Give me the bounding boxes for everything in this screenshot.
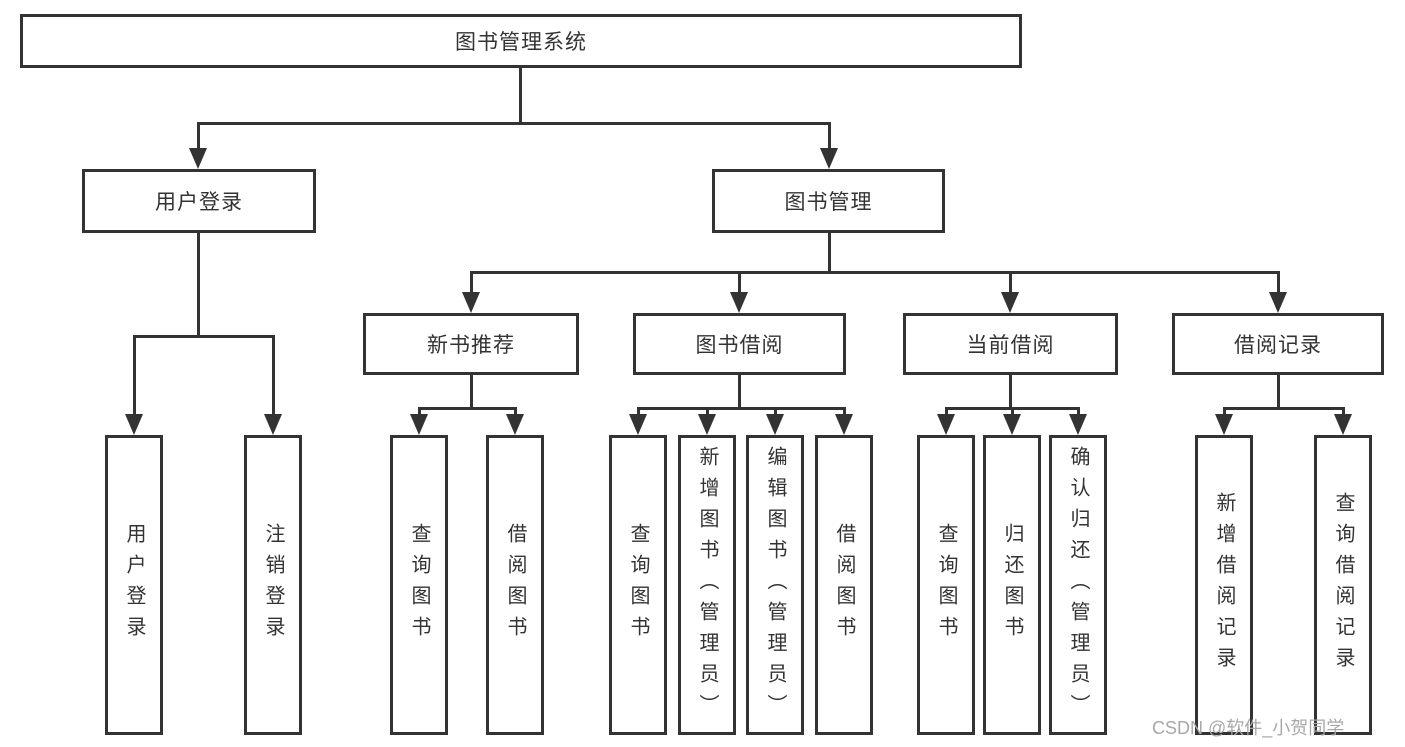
connector-line [738, 271, 741, 293]
connector-line [637, 407, 846, 410]
leaf-confirm-return-admin: 确认归还（管理员） [1049, 435, 1107, 735]
leaf-add-books-admin-label: 新增图书（管理员） [696, 445, 718, 725]
connector-line [774, 407, 777, 415]
leaf-borrow-books-1: 借阅图书 [486, 435, 544, 735]
node-root-label: 图书管理系统 [455, 31, 587, 54]
leaf-borrow-books-2: 借阅图书 [815, 435, 873, 735]
arrowhead-icon [506, 414, 524, 435]
connector-line [418, 407, 421, 415]
arrowhead-icon [1069, 414, 1087, 435]
leaf-edit-books-admin: 编辑图书（管理员） [746, 435, 804, 735]
connector-line [1223, 407, 1345, 410]
leaf-add-borrow-record-label: 新增借阅记录 [1213, 492, 1235, 678]
node-root: 图书管理系统 [20, 14, 1022, 68]
connector-line [272, 335, 275, 415]
leaf-query-borrow-record-label: 查询借阅记录 [1332, 492, 1354, 678]
leaf-query-books-1-label: 查询图书 [408, 523, 430, 647]
connector-line [197, 122, 831, 125]
connector-line [1277, 375, 1280, 407]
arrowhead-icon [1001, 292, 1019, 313]
connector-line [706, 407, 709, 415]
arrowhead-icon [937, 414, 955, 435]
connector-line [470, 271, 1280, 274]
arrowhead-icon [125, 414, 143, 435]
connector-line [1223, 407, 1226, 415]
connector-line [133, 335, 275, 338]
arrowhead-icon [410, 414, 428, 435]
connector-line [519, 68, 522, 122]
leaf-add-books-admin: 新增图书（管理员） [678, 435, 736, 735]
leaf-logout: 注销登录 [244, 435, 302, 735]
leaf-logout-label: 注销登录 [262, 523, 284, 647]
arrowhead-icon [835, 414, 853, 435]
arrowhead-icon [766, 414, 784, 435]
node-book-borrow: 图书借阅 [633, 313, 846, 375]
node-book-management-label: 图书管理 [784, 191, 873, 214]
csdn-watermark: CSDN @软件_小贺同学 [1152, 718, 1345, 738]
node-user-login-label: 用户登录 [155, 191, 243, 214]
arrowhead-icon [1215, 414, 1233, 435]
node-user-login: 用户登录 [82, 169, 316, 233]
leaf-borrow-books-2-label: 借阅图书 [833, 523, 855, 647]
connector-line [1009, 375, 1012, 407]
leaf-user-login-label: 用户登录 [123, 523, 145, 647]
leaf-query-books-2: 查询图书 [609, 435, 667, 735]
connector-line [945, 407, 948, 415]
leaf-edit-books-admin-label: 编辑图书（管理员） [764, 445, 786, 725]
arrowhead-icon [1334, 414, 1352, 435]
leaf-return-books-label: 归还图书 [1001, 523, 1023, 647]
leaf-query-books-3-label: 查询图书 [935, 523, 957, 647]
arrowhead-icon [629, 414, 647, 435]
leaf-borrow-books-1-label: 借阅图书 [504, 523, 526, 647]
leaf-query-books-2-label: 查询图书 [627, 523, 649, 647]
connector-line [637, 407, 640, 415]
arrowhead-icon [189, 148, 207, 169]
leaf-confirm-return-admin-label: 确认归还（管理员） [1067, 445, 1089, 725]
node-current-borrow: 当前借阅 [903, 313, 1118, 375]
connector-line [828, 122, 831, 149]
connector-line [133, 335, 136, 415]
connector-line [470, 375, 473, 407]
leaf-query-books-3: 查询图书 [917, 435, 975, 735]
connector-line [197, 122, 200, 149]
connector-line [738, 375, 741, 407]
node-borrow-records: 借阅记录 [1172, 313, 1384, 375]
connector-line [418, 407, 517, 410]
arrowhead-icon [698, 414, 716, 435]
connector-line [514, 407, 517, 415]
node-new-book-recommend: 新书推荐 [363, 313, 579, 375]
connector-line [843, 407, 846, 415]
connector-line [197, 233, 200, 337]
node-book-borrow-label: 图书借阅 [695, 334, 784, 357]
arrowhead-icon [462, 292, 480, 313]
connector-line [1009, 271, 1012, 293]
leaf-add-borrow-record: 新增借阅记录 [1195, 435, 1253, 735]
leaf-query-borrow-record: 查询借阅记录 [1314, 435, 1372, 735]
node-new-book-recommend-label: 新书推荐 [427, 334, 515, 357]
node-current-borrow-label: 当前借阅 [966, 334, 1055, 357]
leaf-return-books: 归还图书 [983, 435, 1041, 735]
node-borrow-records-label: 借阅记录 [1234, 334, 1322, 357]
connector-line [828, 233, 831, 271]
node-book-management: 图书管理 [712, 169, 945, 233]
connector-line [1011, 407, 1014, 415]
arrowhead-icon [820, 148, 838, 169]
arrowhead-icon [730, 292, 748, 313]
arrowhead-icon [264, 414, 282, 435]
connector-line [1077, 407, 1080, 415]
leaf-query-books-1: 查询图书 [390, 435, 448, 735]
connector-line [1342, 407, 1345, 415]
leaf-user-login: 用户登录 [105, 435, 163, 735]
connector-line [1277, 271, 1280, 293]
arrowhead-icon [1003, 414, 1021, 435]
connector-line [470, 271, 473, 293]
arrowhead-icon [1269, 292, 1287, 313]
